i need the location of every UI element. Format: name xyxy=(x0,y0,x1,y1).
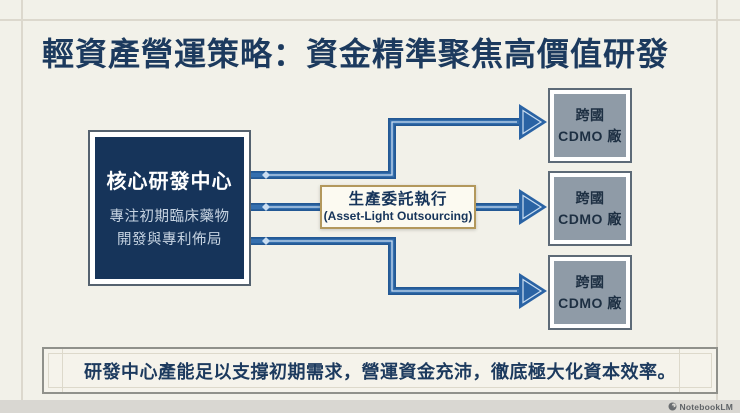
core-box-subtitle: 專注初期臨床藥物 開發與專利佈局 xyxy=(110,206,230,251)
core-rd-center-box: 核心研發中心 專注初期臨床藥物 開發與專利佈局 xyxy=(88,130,251,286)
cdmo-box-2-inner: 跨國 CDMO 廠 xyxy=(554,177,626,240)
core-box-subtitle-line1: 專注初期臨床藥物 xyxy=(109,209,230,226)
outsourcing-label-en: (Asset-Light Outsourcing) xyxy=(323,209,473,224)
summary-banner-text: 研發中心產能足以支撐初期需求，營運資金充沛，徹底極大化資本效率。 xyxy=(84,361,676,382)
banner-decor-line-right xyxy=(679,349,680,392)
cdmo-box-3-line1: 跨國 xyxy=(575,274,605,291)
frame-right-line xyxy=(716,0,718,400)
core-rd-center-inner: 核心研發中心 專注初期臨床藥物 開發與專利佈局 xyxy=(95,137,244,279)
arrow-top xyxy=(251,104,547,179)
outsourcing-label-box: 生產委託執行 (Asset-Light Outsourcing) xyxy=(320,185,476,229)
core-box-title: 核心研發中心 xyxy=(106,171,233,194)
notebooklm-watermark: NotebookLM xyxy=(679,401,733,412)
banner-decor-line-left xyxy=(62,349,63,392)
notebooklm-logo-icon xyxy=(668,402,677,411)
arrow-bottom xyxy=(251,237,547,309)
cdmo-box-1-inner: 跨國 CDMO 廠 xyxy=(554,94,626,157)
cdmo-box-3: 跨國 CDMO 廠 xyxy=(548,255,632,330)
frame-top-line xyxy=(0,19,740,21)
cdmo-box-1-line1: 跨國 xyxy=(575,107,605,124)
summary-banner: 研發中心產能足以支撐初期需求，營運資金充沛，徹底極大化資本效率。 xyxy=(42,347,718,394)
cdmo-box-3-line2: CDMO 廠 xyxy=(558,294,622,311)
cdmo-box-1-line2: CDMO 廠 xyxy=(558,127,622,144)
cdmo-box-2: 跨國 CDMO 廠 xyxy=(548,171,632,246)
footer-strip: NotebookLM xyxy=(0,400,740,413)
cdmo-box-1: 跨國 CDMO 廠 xyxy=(548,88,632,163)
core-box-subtitle-line2: 開發與專利佈局 xyxy=(117,231,222,248)
page-title: 輕資產營運策略：資金精準聚焦高價值研發 xyxy=(42,36,670,72)
cdmo-box-2-line2: CDMO 廠 xyxy=(558,210,622,227)
frame-left-line xyxy=(21,0,23,400)
cdmo-box-3-inner: 跨國 CDMO 廠 xyxy=(554,261,626,324)
outsourcing-label-zh: 生產委託執行 xyxy=(348,190,448,208)
cdmo-box-2-line1: 跨國 xyxy=(575,190,605,207)
